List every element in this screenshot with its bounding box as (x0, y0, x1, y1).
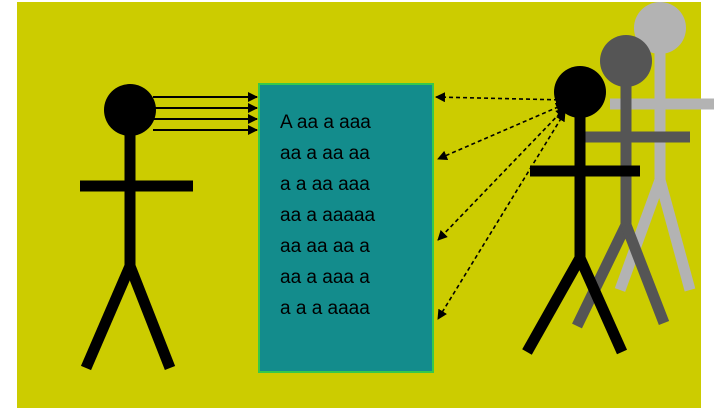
viewer-figure-light-gray (610, 2, 714, 292)
text-card: A aa a aaa aa a aa aa a a aa aaa aa a aa… (258, 83, 434, 373)
text-card-line: aa aa aa a (280, 236, 370, 257)
viewer-back-head (634, 2, 686, 54)
text-card-line: aa a aa aa (280, 143, 370, 164)
viewer-middle-leg-left (572, 222, 631, 329)
viewer-arrows (435, 92, 566, 320)
viewer-back-leg-right (654, 178, 696, 292)
viewer-figure-black (522, 66, 640, 355)
viewer-middle-leg-right (620, 223, 670, 325)
reader-leg-right (124, 263, 176, 371)
reader-arrows (153, 92, 258, 135)
text-card-line: aa a aaa a (280, 267, 370, 288)
viewer-front-head (554, 66, 606, 118)
viewer-figure-dark-gray (572, 35, 690, 329)
viewer-back-leg-left (614, 178, 666, 292)
reader-figure (80, 84, 193, 371)
viewer-middle-head (600, 35, 652, 87)
text-card-line: aa a aaaaa (280, 205, 376, 226)
text-card-line: A aa a aaa (280, 112, 371, 133)
viewer-arrow-1 (435, 92, 566, 105)
viewer-arrow-2 (437, 102, 566, 161)
viewer-arrow-4 (437, 111, 566, 320)
reader-head (104, 84, 156, 136)
viewer-front-leg-right (574, 255, 628, 355)
text-card-line: a a aa aaa (280, 174, 370, 195)
reader-leg-left (80, 263, 136, 371)
text-card-line: a a a aaaa (280, 298, 370, 319)
viewer-front-leg-left (522, 255, 585, 355)
